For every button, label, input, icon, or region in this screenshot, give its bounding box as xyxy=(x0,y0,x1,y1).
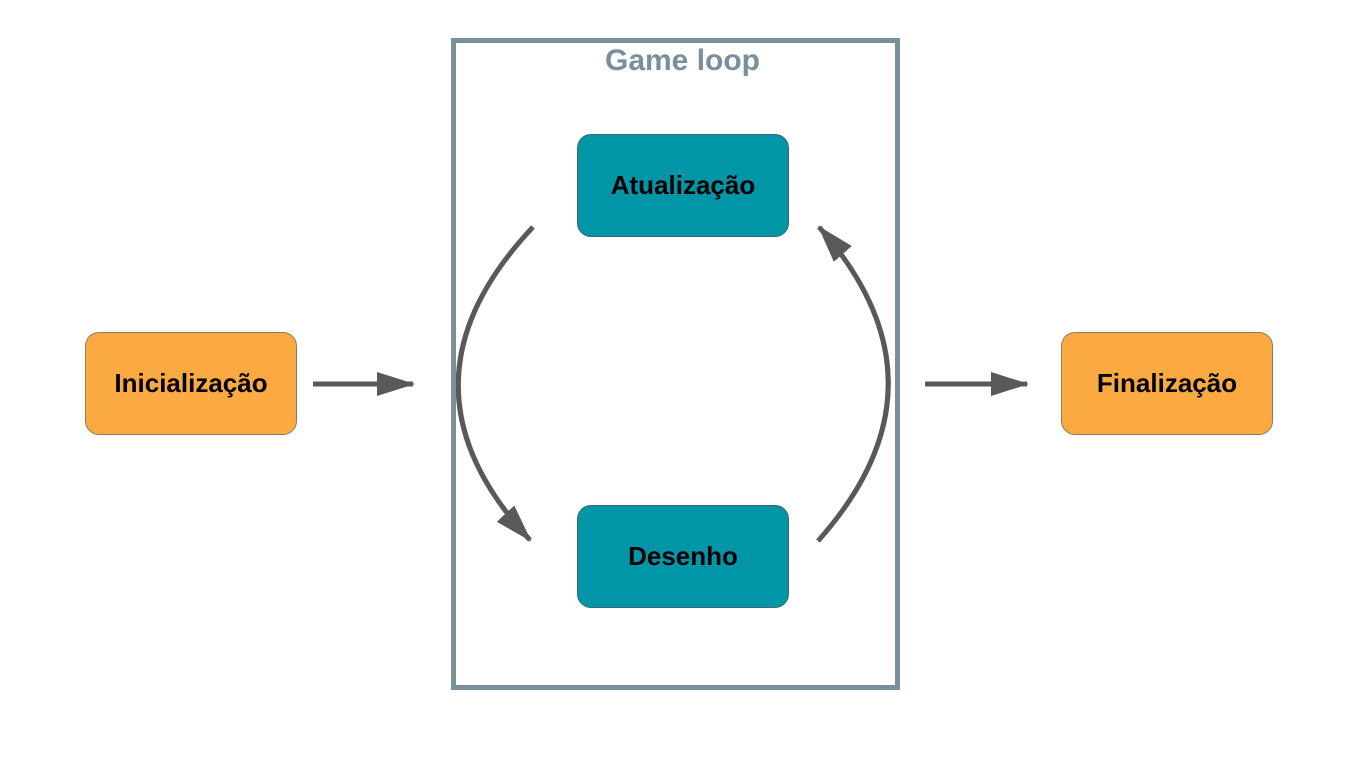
node-inicializacao: Inicialização xyxy=(85,332,297,435)
arrow-draw-to-update xyxy=(816,225,891,543)
node-finalizacao-label: Finalização xyxy=(1096,368,1238,398)
node-atualizacao: Atualização xyxy=(577,134,789,237)
node-finalizacao: Finalização xyxy=(1061,332,1273,435)
node-desenho: Desenho xyxy=(577,505,789,608)
arrow-update-to-draw xyxy=(455,225,535,542)
game-loop-frame xyxy=(451,38,900,690)
node-inicializacao-label: Inicialização xyxy=(114,368,268,398)
game-loop-title: Game loop xyxy=(604,44,761,77)
node-atualizacao-label: Atualização xyxy=(610,170,756,200)
node-desenho-label: Desenho xyxy=(628,541,738,571)
